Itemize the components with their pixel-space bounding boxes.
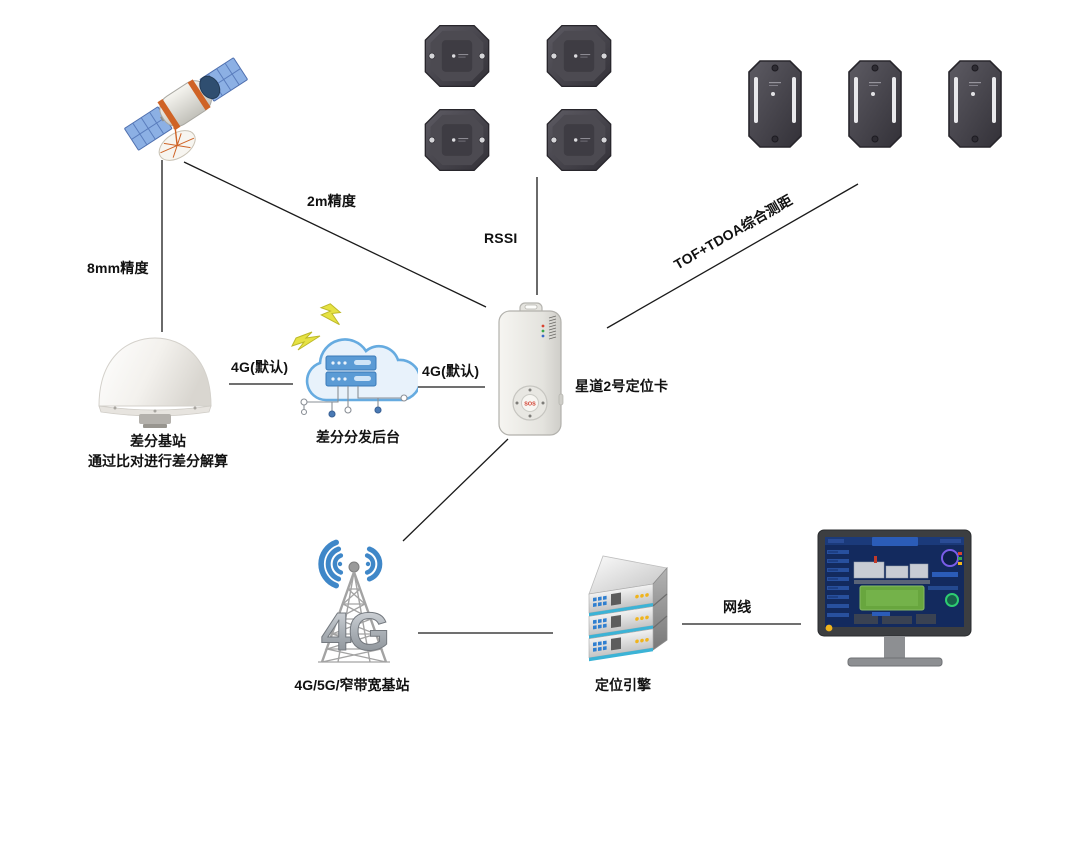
tower-caption: 4G/5G/窄带宽基站 bbox=[294, 677, 410, 693]
line-satellite-to-card bbox=[183, 161, 487, 308]
anchor-icon bbox=[848, 60, 902, 148]
card-led-indicators bbox=[541, 324, 545, 338]
cloud-network-nodes bbox=[300, 386, 408, 418]
cloud-server-icon bbox=[291, 303, 418, 418]
beacon-icon bbox=[424, 24, 490, 88]
monitor-icon bbox=[817, 529, 972, 667]
edge-label-cable: 网线 bbox=[723, 599, 752, 615]
card-speaker-grille bbox=[548, 315, 557, 340]
satellite-dish bbox=[158, 125, 196, 161]
monitor-stand bbox=[884, 636, 905, 658]
server-stack-icon bbox=[588, 555, 668, 662]
edge-label-8mm: 8mm精度 bbox=[87, 260, 149, 276]
satellite-icon bbox=[124, 57, 248, 161]
anchor-group bbox=[747, 60, 1003, 150]
edge-label-4g-default-1: 4G(默认) bbox=[231, 359, 289, 375]
tower-4g-badge: 4G bbox=[321, 602, 387, 662]
base-station-caption: 差分基站 通过比对进行差分解算 bbox=[38, 431, 278, 471]
monitor-screen bbox=[825, 537, 964, 627]
beacon-icon bbox=[424, 108, 490, 172]
sos-button-label: SOS bbox=[524, 401, 536, 407]
edge-label-rssi: RSSI bbox=[484, 230, 518, 246]
engine-caption: 定位引擎 bbox=[595, 677, 651, 693]
lightning-icon bbox=[291, 303, 342, 351]
edge-label-4g-default-2: 4G(默认) bbox=[422, 363, 480, 379]
backend-caption: 差分分发后台 bbox=[316, 429, 400, 445]
dome-antenna-icon bbox=[98, 337, 212, 428]
card-button-pad: SOS bbox=[512, 385, 548, 421]
monitor-base bbox=[847, 657, 943, 667]
tower-lattice bbox=[318, 561, 390, 663]
satellite-cap bbox=[199, 75, 221, 100]
cell-tower-icon: 4G bbox=[318, 539, 391, 663]
line-anchors-to-card bbox=[606, 183, 859, 329]
base-station-title: 差分基站 bbox=[130, 433, 186, 449]
beacon-group bbox=[424, 24, 614, 174]
card-caption: 星道2号定位卡 bbox=[575, 378, 669, 394]
beacon-icon bbox=[546, 24, 612, 88]
positioning-card-icon: SOS bbox=[498, 302, 564, 436]
sos-button bbox=[521, 394, 539, 412]
server-front bbox=[588, 583, 654, 662]
line-card-to-tower bbox=[402, 438, 509, 542]
beacon-icon bbox=[546, 108, 612, 172]
anchor-icon bbox=[948, 60, 1002, 148]
signal-waves-icon bbox=[318, 539, 383, 589]
edge-label-2m: 2m精度 bbox=[307, 193, 357, 209]
base-station-detail: 通过比对进行差分解算 bbox=[88, 453, 228, 469]
anchor-icon bbox=[748, 60, 802, 148]
cloud-servers bbox=[325, 355, 377, 387]
monitor-power-led bbox=[825, 624, 833, 632]
